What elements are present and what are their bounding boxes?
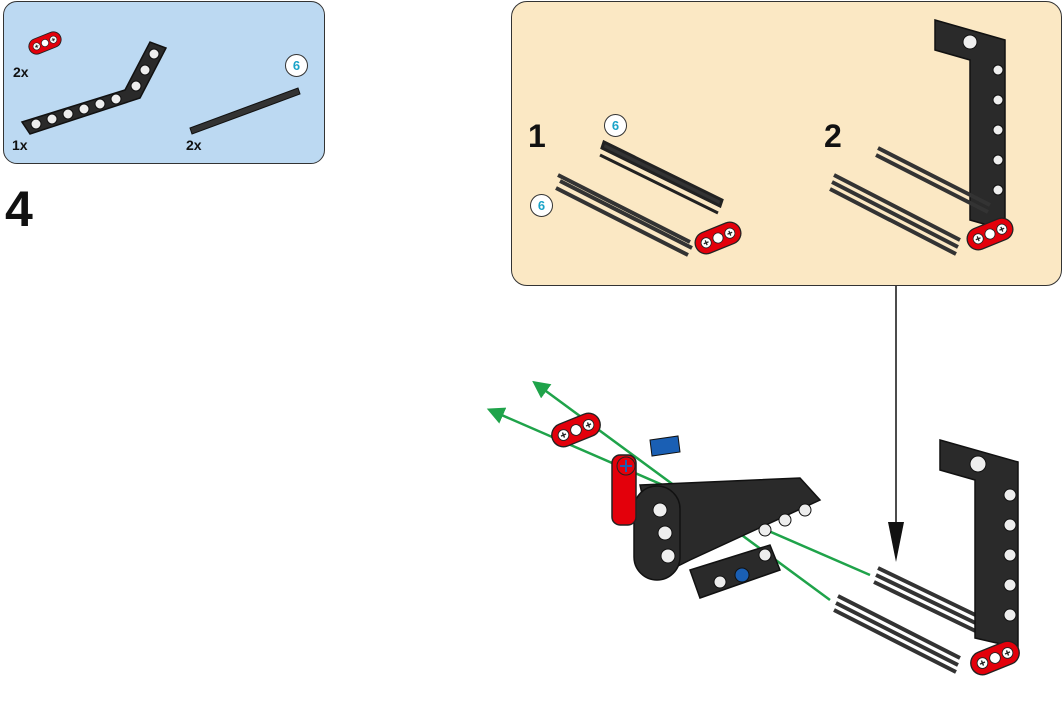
bent-beam-icon [20, 41, 168, 135]
sub-step-2-number: 2 [824, 118, 842, 154]
qty-axle: 2x [186, 137, 202, 153]
arrow-down-icon [888, 286, 904, 562]
parts-callout [3, 1, 325, 164]
axle-icon [189, 87, 301, 135]
red-connector-icon [26, 29, 64, 57]
step-number: 4 [5, 181, 33, 237]
main-assembly-illustration [486, 380, 1024, 679]
axle-length-badge: 6 [285, 54, 308, 77]
sub-step-1-number: 1 [528, 118, 546, 154]
qty-red-connector: 2x [13, 64, 29, 80]
sub-axle-length-badge-bottom: 6 [530, 194, 553, 217]
sub-step-2-illustration [829, 19, 1017, 256]
qty-bent-beam: 1x [12, 137, 28, 153]
sub-axle-length-badge-top: 6 [604, 114, 627, 137]
sub-step-1-illustration [555, 139, 745, 258]
